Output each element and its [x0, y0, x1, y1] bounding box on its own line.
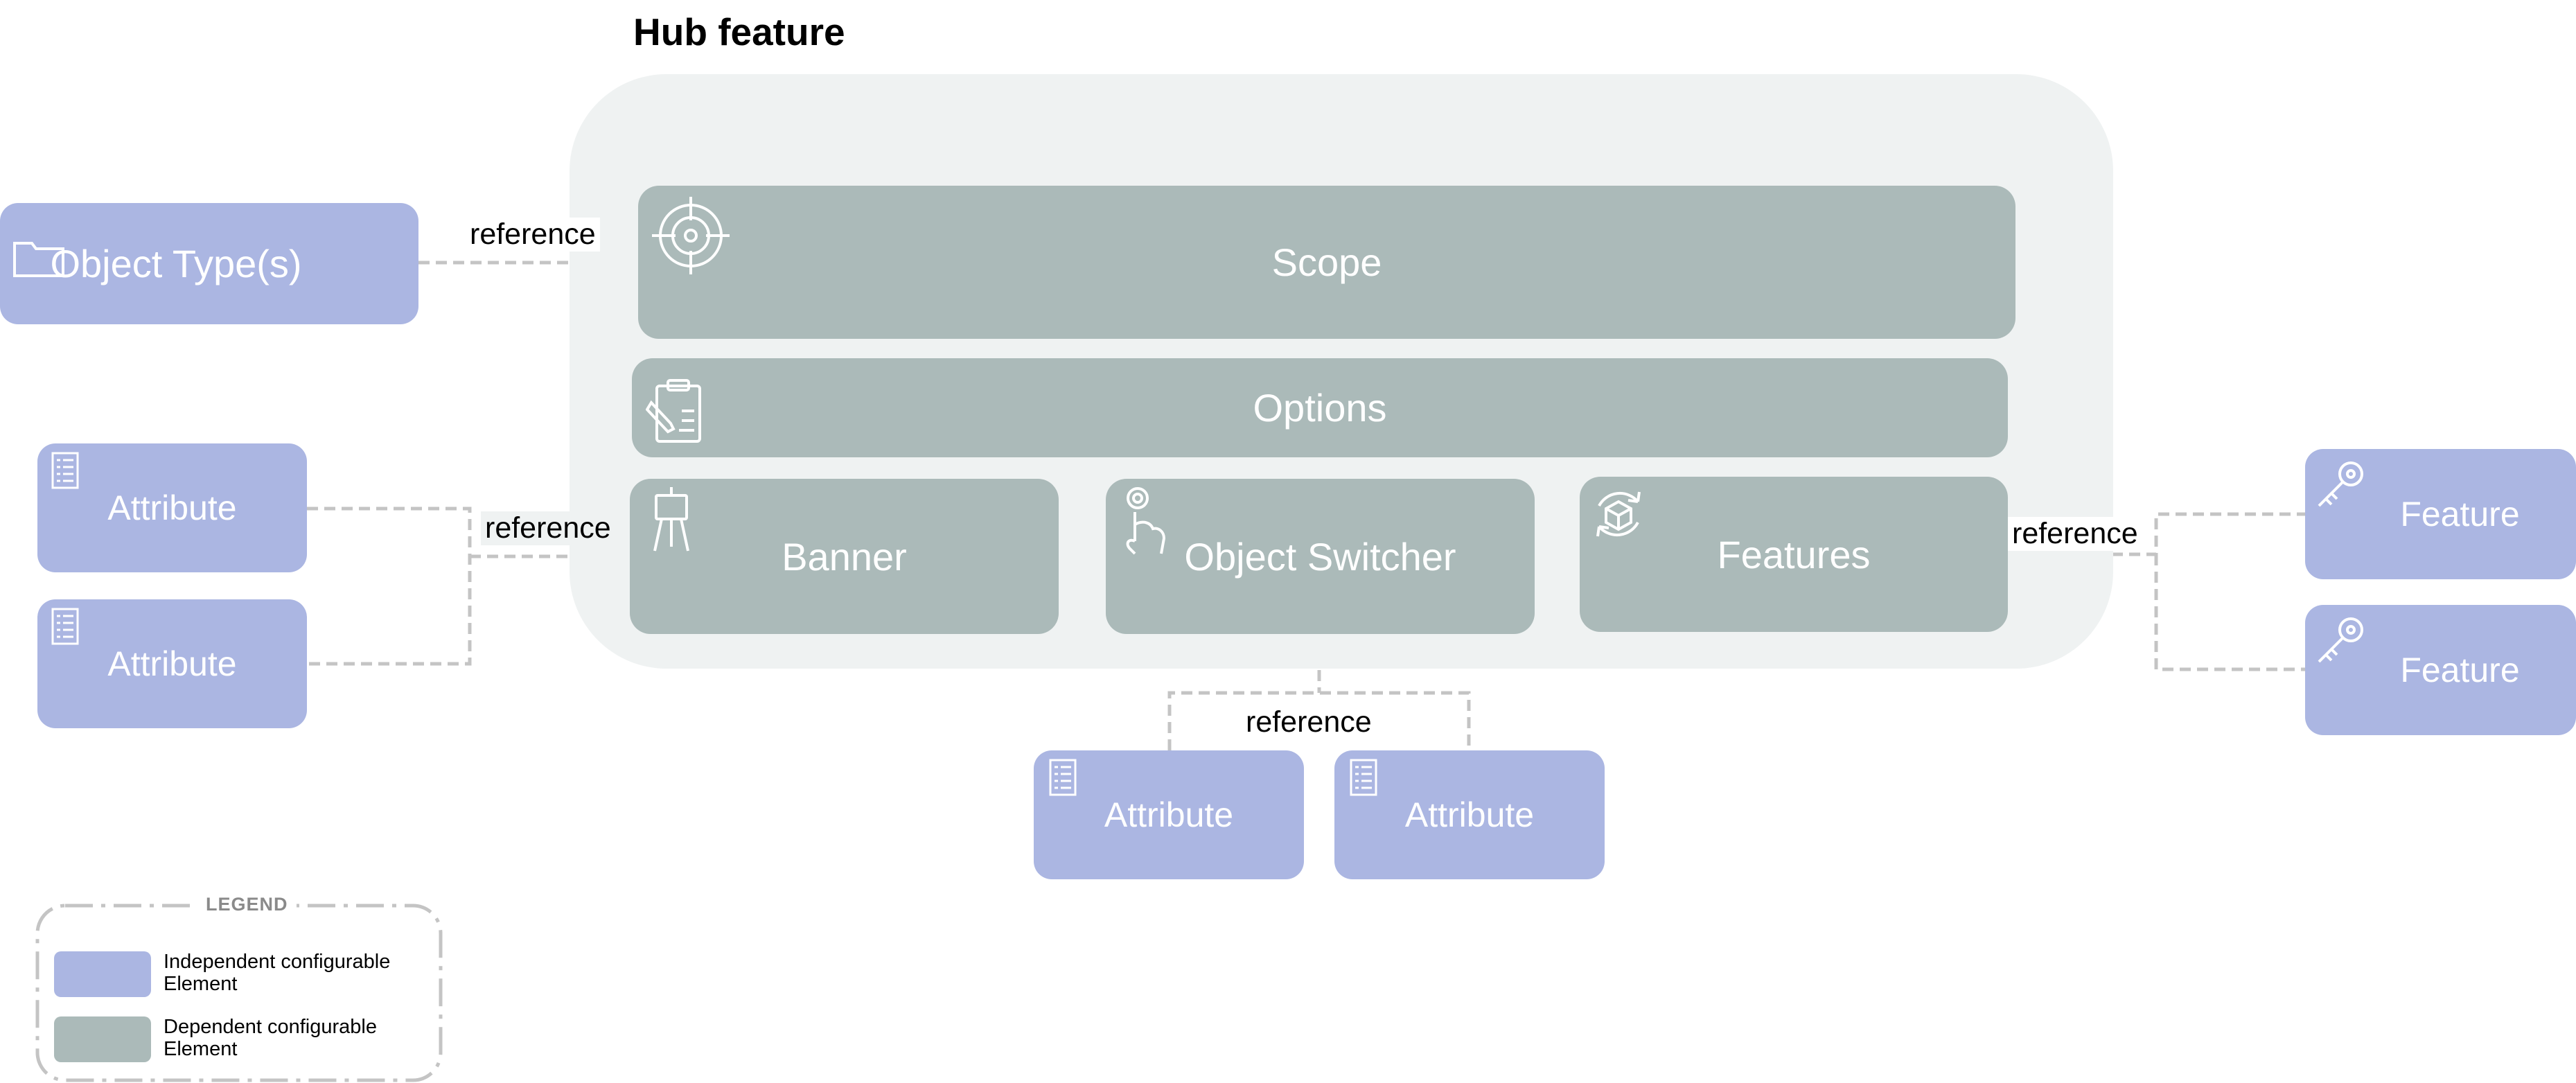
options-node[interactable]: Options	[632, 358, 2008, 457]
options-label: Options	[1253, 386, 1387, 430]
reference-label-attributes-bottom: reference	[1242, 705, 1376, 739]
feature-node[interactable]: Feature	[2305, 449, 2576, 579]
features-label: Features	[1717, 532, 1871, 576]
easel-icon	[653, 487, 689, 552]
object-types-label: Object Type(s)	[50, 242, 302, 285]
attribute-label: Attribute	[107, 488, 237, 527]
attribute-node[interactable]: Attribute	[37, 599, 307, 728]
reference-label-features: reference	[2008, 517, 2142, 551]
folder-icon	[13, 242, 64, 277]
list-icon	[51, 452, 79, 489]
legend-dependent-text: Dependent configurable Element	[164, 1016, 377, 1060]
banner-label: Banner	[782, 534, 907, 579]
list-icon	[1049, 759, 1077, 796]
list-icon	[51, 608, 79, 645]
feature-label: Feature	[2400, 651, 2520, 689]
legend-independent-text: Independent configurable Element	[164, 951, 391, 995]
legend-border	[35, 904, 443, 1082]
object-switcher-node[interactable]: Object Switcher	[1106, 479, 1535, 634]
object-switcher-label: Object Switcher	[1184, 534, 1456, 579]
banner-node[interactable]: Banner	[630, 479, 1059, 634]
key-icon	[2318, 461, 2363, 507]
attribute-label: Attribute	[1104, 795, 1234, 834]
legend-dependent-swatch	[54, 1016, 151, 1062]
attribute-node[interactable]: Attribute	[1034, 750, 1304, 879]
list-icon	[1350, 759, 1377, 796]
scope-node[interactable]: Scope	[638, 186, 2015, 339]
attribute-node[interactable]: Attribute	[37, 443, 307, 572]
reference-label-attributes-left: reference	[481, 511, 615, 545]
attribute-label: Attribute	[1404, 795, 1535, 834]
legend-title: LEGEND	[197, 894, 297, 915]
key-icon	[2318, 617, 2363, 663]
feature-label: Feature	[2400, 495, 2520, 534]
feature-node[interactable]: Feature	[2305, 605, 2576, 735]
scope-label: Scope	[1271, 240, 1382, 284]
attribute-label: Attribute	[107, 644, 237, 683]
target-icon	[652, 197, 730, 274]
edge-attributes-banner	[307, 507, 630, 666]
hub-title: Hub feature	[633, 10, 845, 53]
clipboard-edit-icon	[646, 379, 701, 443]
legend-independent-swatch	[54, 951, 151, 997]
reference-label-object-type: reference	[466, 218, 600, 252]
attribute-node[interactable]: Attribute	[1334, 750, 1605, 879]
features-node[interactable]: Features	[1580, 477, 2008, 632]
cube-refresh-icon	[1596, 491, 1641, 537]
touch-hand-icon	[1126, 487, 1166, 555]
object-types-node[interactable]: Object Type(s)	[0, 203, 418, 324]
